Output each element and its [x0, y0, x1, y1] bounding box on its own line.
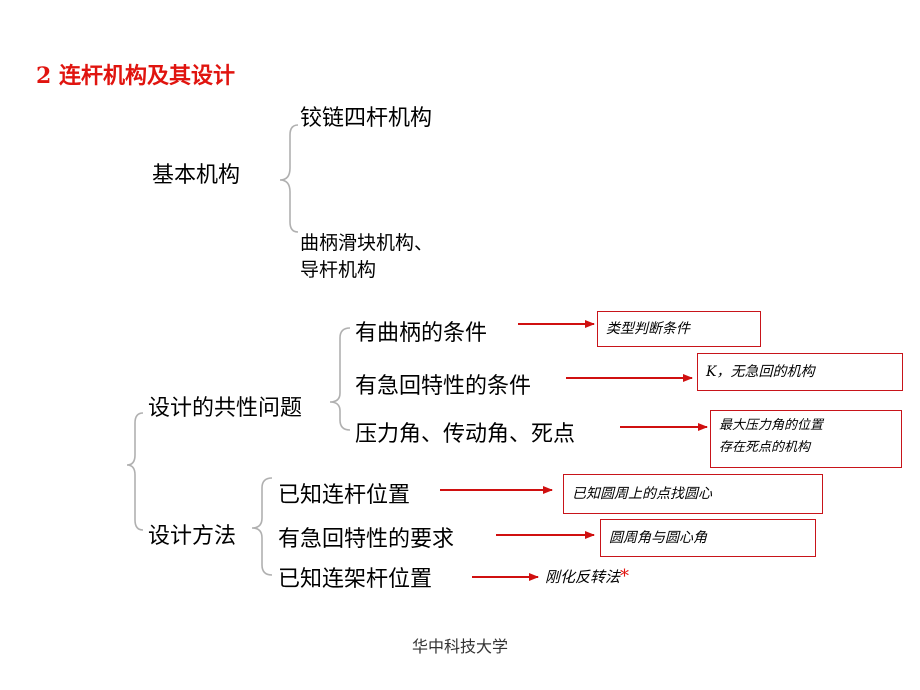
note-max-pressure-angle: 最大压力角的位置 存在死点的机构 [710, 410, 902, 468]
node-common-issues: 设计的共性问题 [148, 396, 303, 421]
node-slider-crank: 曲柄滑块机构、 [300, 232, 434, 254]
brace-method [251, 477, 273, 576]
node-quick-return-req: 有急回特性的要求 [278, 527, 455, 552]
note-line-1: 最大压力角的位置 [719, 418, 824, 433]
node-basic-mechanism: 基本机构 [152, 163, 241, 188]
node-four-bar: 铰链四杆机构 [300, 106, 433, 131]
node-known-coupler: 已知连杆位置 [278, 483, 411, 508]
star-mark: * [620, 566, 630, 587]
node-guide-bar: 导杆机构 [300, 259, 377, 281]
note-find-center: 已知圆周上的点找圆心 [563, 474, 823, 514]
brace-common [329, 327, 351, 431]
node-pressure-angle: 压力角、传动角、死点 [355, 422, 576, 447]
note-type-judgement: 类型判断条件 [597, 311, 761, 347]
node-design-method: 设计方法 [148, 524, 237, 549]
note-line-2: 存在死点的机构 [719, 440, 811, 455]
node-quick-return-condition: 有急回特性的条件 [355, 374, 532, 399]
note-circle-angles: 圆周角与圆心角 [600, 519, 816, 557]
page-title: 2 连杆机构及其设计 [36, 63, 235, 89]
footer-institution: 华中科技大学 [411, 637, 508, 656]
note-no-quick-return: K，无急回的机构 [697, 353, 903, 391]
note-inversion-text: 刚化反转法 [545, 568, 621, 586]
node-crank-condition: 有曲柄的条件 [355, 321, 488, 346]
note-inversion: 刚化反转法* [545, 566, 629, 587]
brace-outer [126, 412, 144, 531]
node-known-side-link: 已知连架杆位置 [278, 567, 433, 592]
brace-basic [279, 124, 299, 233]
